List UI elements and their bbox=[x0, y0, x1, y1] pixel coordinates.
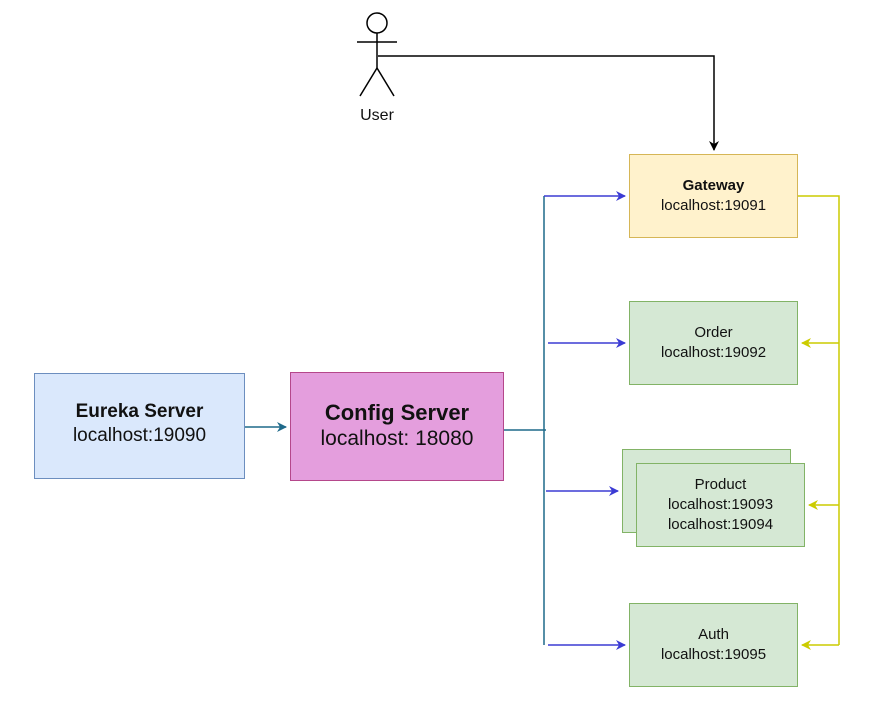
product-service-node: Product localhost:19093 localhost:19094 bbox=[636, 463, 805, 547]
user-label: User bbox=[360, 107, 394, 124]
gateway-title: Gateway bbox=[682, 177, 745, 194]
order-title: Order bbox=[694, 324, 733, 341]
config-server-title: Config Server bbox=[324, 400, 470, 425]
gateway-node: Gateway localhost:19091 bbox=[629, 154, 798, 238]
order-service-node: Order localhost:19092 bbox=[629, 301, 798, 385]
config-trunk-line bbox=[504, 196, 546, 645]
order-address: localhost:19092 bbox=[660, 344, 767, 361]
eureka-server-node: Eureka Server localhost:19090 bbox=[34, 373, 245, 479]
product-address-1: localhost:19093 bbox=[667, 496, 774, 513]
eureka-server-address: localhost:19090 bbox=[72, 425, 207, 446]
user-to-gateway-arrow bbox=[378, 55, 719, 151]
auth-address: localhost:19095 bbox=[660, 646, 767, 663]
gateway-route-trunk bbox=[798, 195, 840, 645]
config-server-address: localhost: 18080 bbox=[320, 427, 474, 450]
product-title: Product bbox=[694, 476, 747, 493]
config-server-node: Config Server localhost: 18080 bbox=[290, 372, 504, 481]
auth-title: Auth bbox=[698, 626, 729, 643]
auth-service-node: Auth localhost:19095 bbox=[629, 603, 798, 687]
eureka-server-title: Eureka Server bbox=[75, 401, 204, 422]
user-actor-icon bbox=[357, 12, 397, 97]
gateway-address: localhost:19091 bbox=[660, 197, 767, 214]
product-address-2: localhost:19094 bbox=[667, 516, 774, 533]
